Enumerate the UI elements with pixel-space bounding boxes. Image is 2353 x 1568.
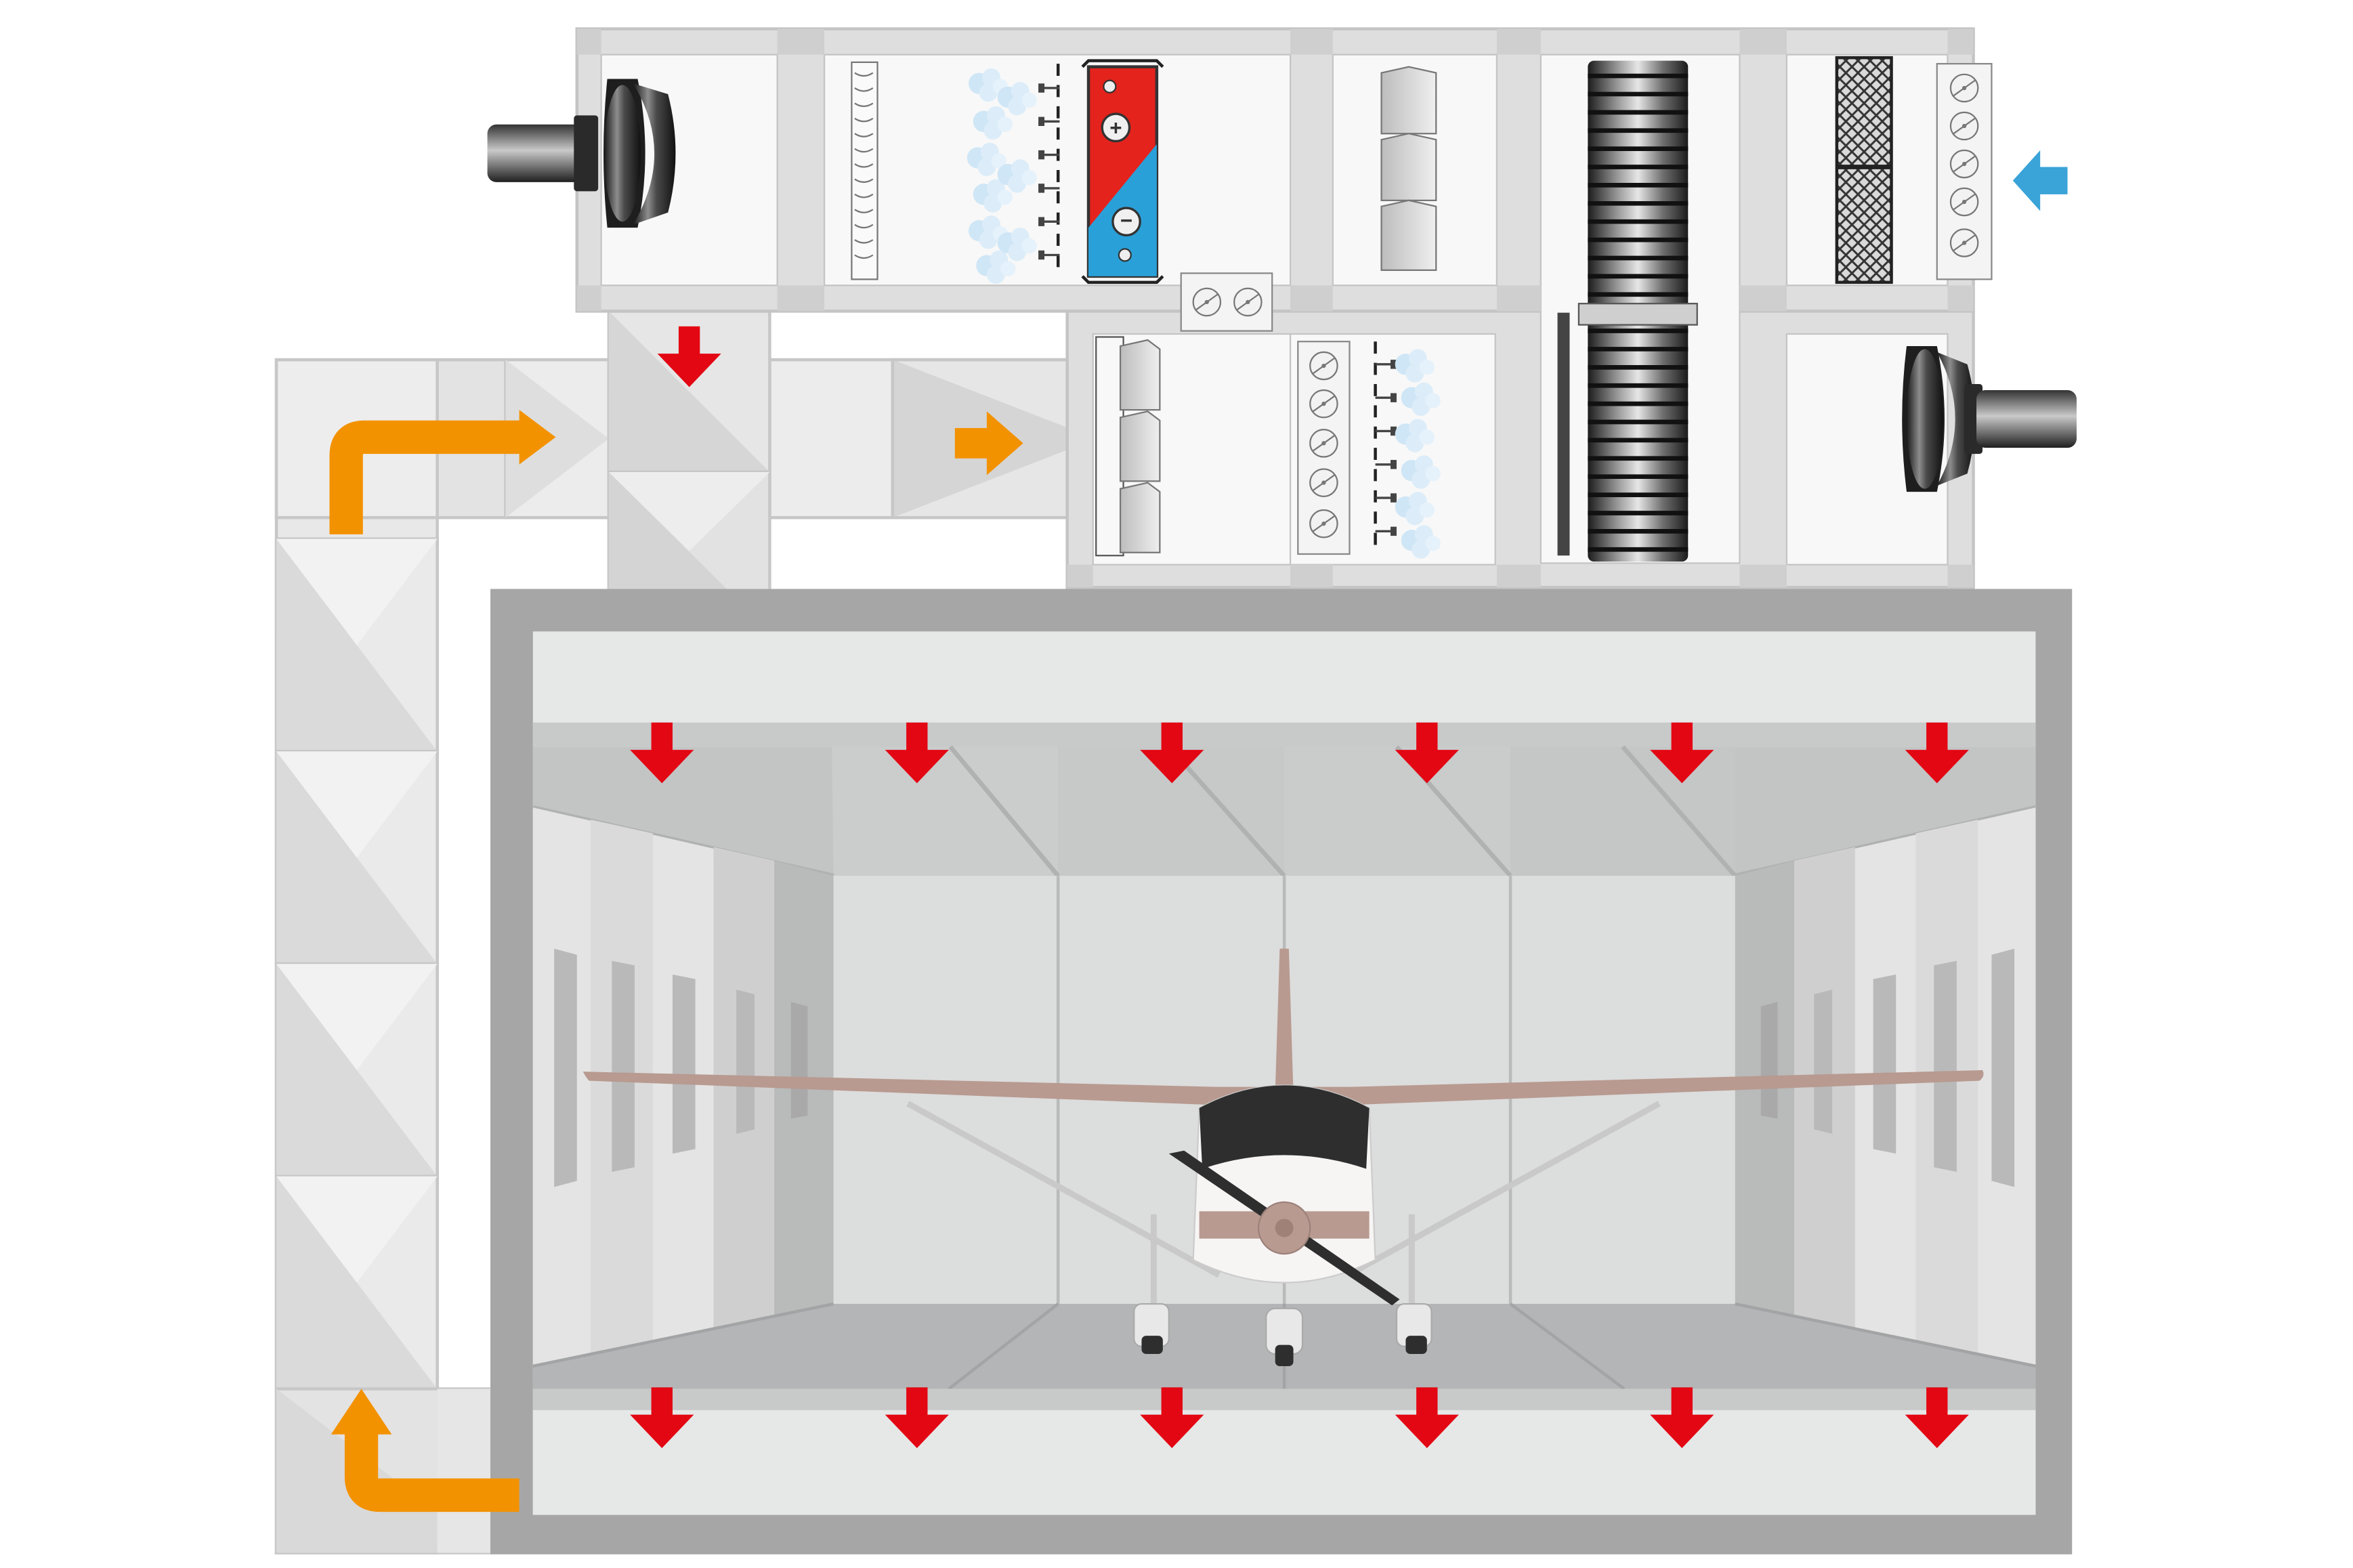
droplet-separator-icon — [1380, 66, 1437, 272]
propeller-aircraft-icon — [582, 948, 1984, 1366]
return-arrow-icon — [954, 411, 1023, 475]
rotary-heat-wheel-icon — [1557, 60, 1698, 562]
duct-segment — [274, 537, 439, 753]
supply-duct — [607, 310, 771, 633]
duct-segment — [274, 750, 439, 966]
svg-text:+: + — [1109, 116, 1122, 140]
svg-text:−: − — [1120, 209, 1132, 232]
duct-segment — [274, 962, 439, 1179]
return-arrow-icon — [331, 1389, 520, 1512]
intake-damper-icon — [1936, 63, 1993, 280]
mixing-damper-icon — [1180, 272, 1273, 332]
heating-cooling-coil-icon: + − — [1081, 59, 1164, 284]
fresh-air-intake-arrow-icon — [2012, 150, 2068, 211]
exhaust-fan-icon — [1902, 345, 2077, 492]
return-arrow-icon — [329, 410, 556, 534]
spray-humidifier-icon — [1374, 341, 1441, 559]
louver-damper-icon — [1297, 341, 1351, 555]
air-handling-unit: + − — [487, 27, 2077, 589]
pocket-filter-icon — [1835, 56, 1893, 284]
spray-humidifier-icon — [967, 64, 1061, 284]
droplet-separator-icon — [1095, 336, 1161, 557]
duct-segment — [274, 1174, 439, 1391]
supply-fan-icon — [487, 79, 676, 228]
attenuator-icon — [851, 61, 878, 280]
